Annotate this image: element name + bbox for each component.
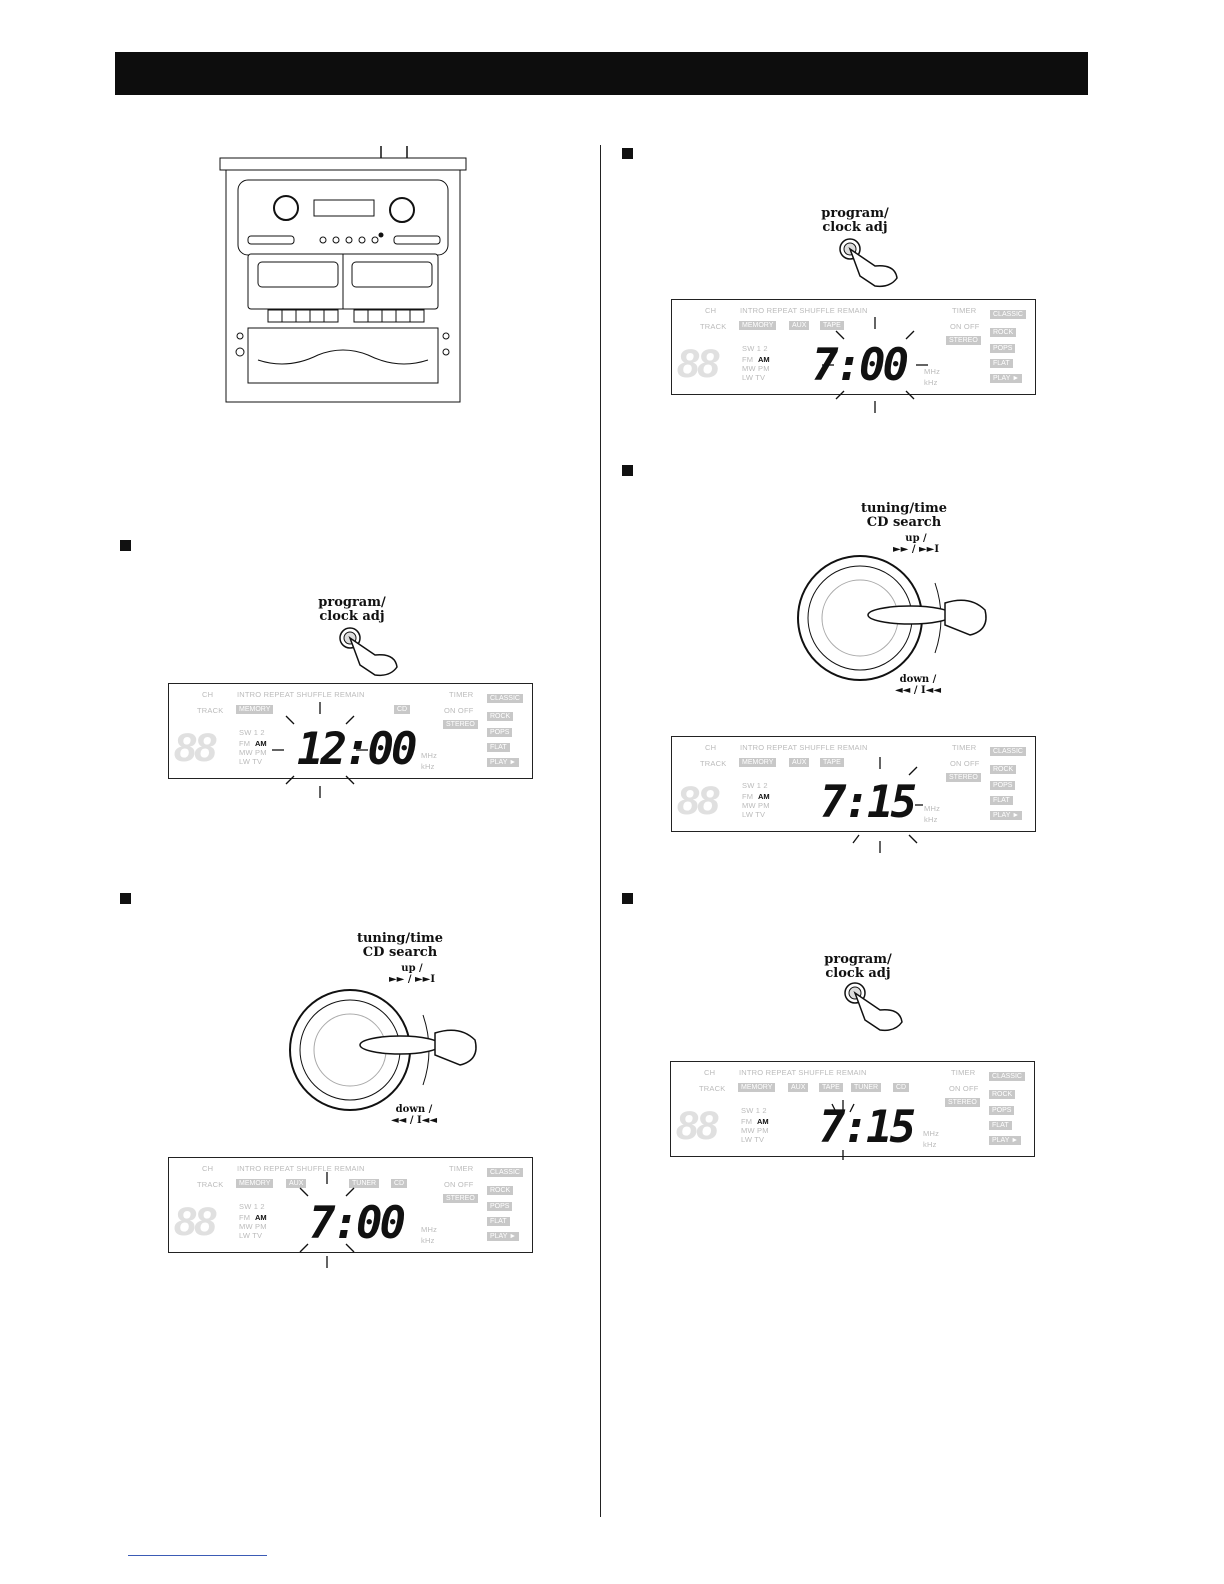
down-label: down /◄◄ / I◄◄ xyxy=(888,674,948,696)
blink-rays-icon xyxy=(852,757,923,853)
section-header-bar xyxy=(115,52,1088,95)
stereo-unit-illustration xyxy=(219,146,467,403)
down-label: down /◄◄ / I◄◄ xyxy=(384,1104,444,1126)
footer-link-underline[interactable] xyxy=(128,1555,267,1556)
blink-rays-icon xyxy=(822,317,928,413)
column-divider xyxy=(600,145,601,1517)
step-marker-2 xyxy=(120,893,131,904)
down-text: down / xyxy=(395,1104,433,1115)
up-label: up /►► / ►►I xyxy=(886,533,946,555)
up-text: up / xyxy=(905,533,927,544)
hand-press-icon xyxy=(839,238,898,288)
down-symbols: ◄◄ / I◄◄ xyxy=(390,1115,438,1126)
cd-search-text: CD search xyxy=(866,515,942,530)
down-symbols: ◄◄ / I◄◄ xyxy=(894,685,942,696)
clock-digits: 7:15 xyxy=(820,777,917,828)
clock-digits: 7:00 xyxy=(309,1198,406,1249)
hand-press-icon xyxy=(339,627,398,677)
down-text: down / xyxy=(899,674,937,685)
tuning-knob-illustration[interactable] xyxy=(285,985,495,1115)
up-symbols: ►► / ►►I xyxy=(892,544,940,555)
up-text: up / xyxy=(401,963,423,974)
blink-rays-icon xyxy=(299,1172,355,1268)
blink-rays-icon xyxy=(272,702,368,798)
step-marker-1 xyxy=(120,540,131,551)
tuning-time-text: tuning/time xyxy=(356,931,444,946)
program-clock-adj-label: program/clock adj xyxy=(821,206,889,235)
tuning-knob-illustration[interactable] xyxy=(790,553,1005,683)
program-clock-adj-label: program/clock adj xyxy=(318,595,386,624)
program-clock-adj-label: program/clock adj xyxy=(824,952,892,981)
tuning-time-text: tuning/time xyxy=(860,501,948,516)
blink-rays-icon xyxy=(831,1100,855,1160)
hand-press-icon xyxy=(844,982,903,1032)
up-label: up /►► / ►►I xyxy=(382,963,442,985)
step-marker-5 xyxy=(622,893,633,904)
step-marker-3 xyxy=(622,148,633,159)
up-symbols: ►► / ►►I xyxy=(388,974,436,985)
step-marker-4 xyxy=(622,465,633,476)
cd-search-text: CD search xyxy=(362,945,438,960)
